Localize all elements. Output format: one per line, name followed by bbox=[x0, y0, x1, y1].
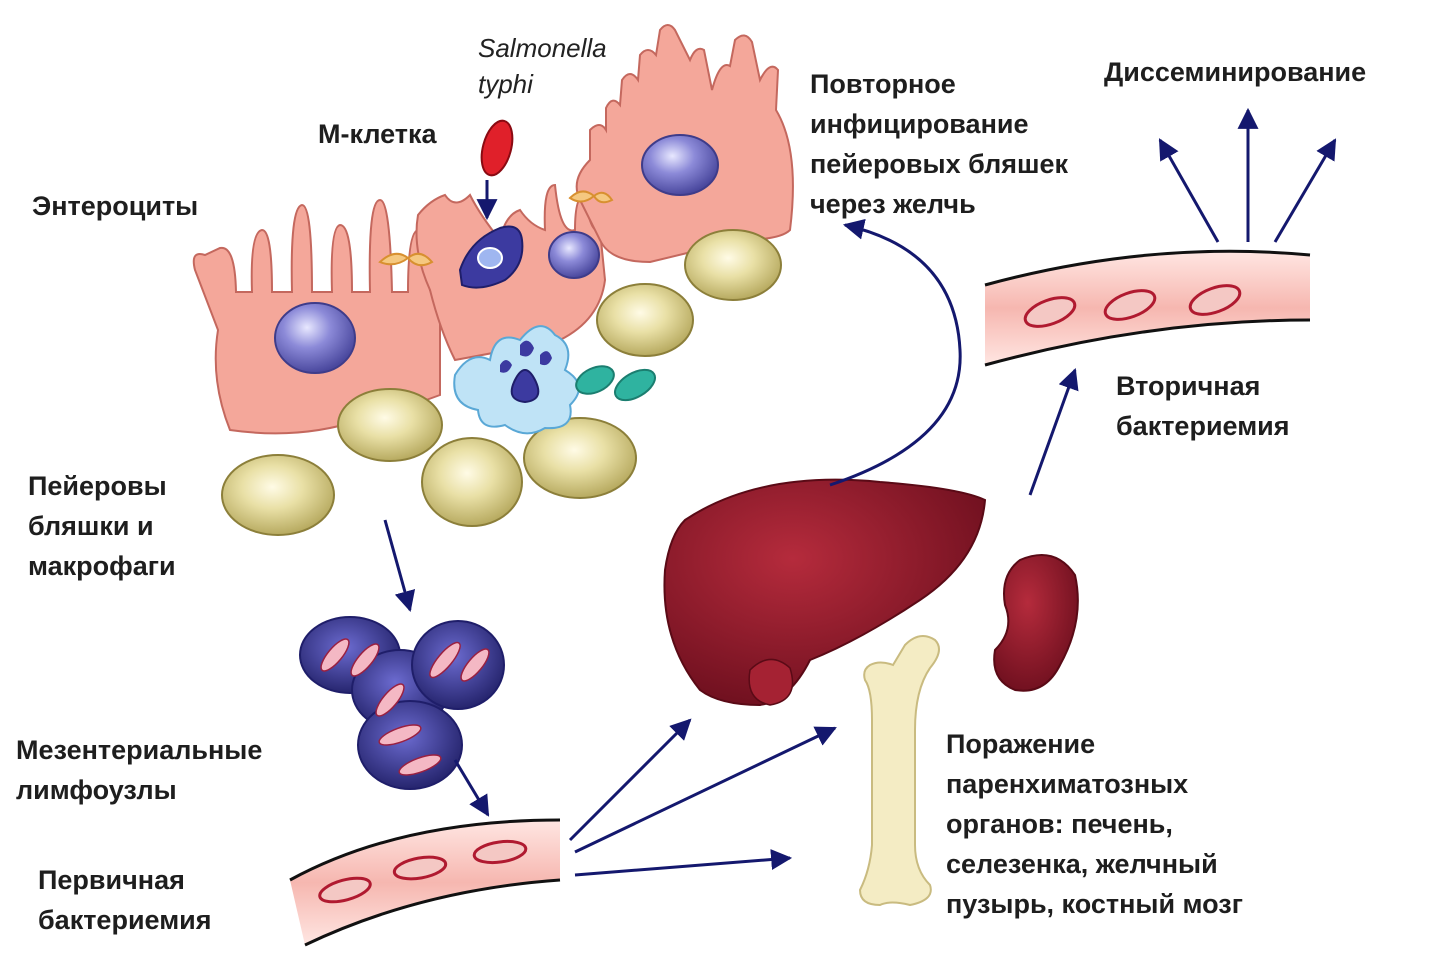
blood-vessel-icon bbox=[290, 820, 560, 945]
reinfection-label: Повторное инфицирование пейеровых бляшек… bbox=[810, 64, 1068, 224]
dissemination-label: Диссеминирование bbox=[1104, 52, 1366, 92]
teal-cells bbox=[572, 361, 660, 407]
spleen-icon bbox=[994, 555, 1078, 691]
peyer-patches-label: Пейеровы бляшки и макрофаги bbox=[28, 466, 176, 586]
liver-icon bbox=[664, 480, 985, 705]
bone-icon bbox=[860, 636, 939, 905]
arrow-to-primary bbox=[455, 760, 488, 815]
arrow-to-secondary bbox=[1030, 370, 1075, 495]
m-cell-icon bbox=[417, 185, 606, 360]
mesenteric-nodes-label: Мезентериальные лимфоузлы bbox=[16, 730, 262, 810]
bacterium-icon bbox=[476, 117, 518, 178]
lymph-node-icon bbox=[300, 617, 504, 789]
primary-bacteremia-label: Первичная бактериемия bbox=[38, 860, 212, 940]
arrow-to-nodes bbox=[385, 520, 410, 610]
m-cell-label: М-клетка bbox=[318, 114, 437, 154]
secondary-bacteremia-label: Вторичная бактериемия bbox=[1116, 366, 1290, 446]
organ-damage-label: Поражение паренхиматозных органов: печен… bbox=[946, 724, 1243, 924]
blood-vessel-icon bbox=[985, 251, 1310, 365]
reinfection-arrow bbox=[830, 225, 960, 485]
salmonella-label: Salmonella typhi bbox=[478, 30, 607, 102]
enterocyte-icon bbox=[577, 25, 793, 262]
dissemination-arrows-primary bbox=[570, 720, 835, 875]
dissemination-arrows bbox=[1160, 110, 1335, 242]
enterocytes-label: Энтероциты bbox=[32, 186, 198, 226]
